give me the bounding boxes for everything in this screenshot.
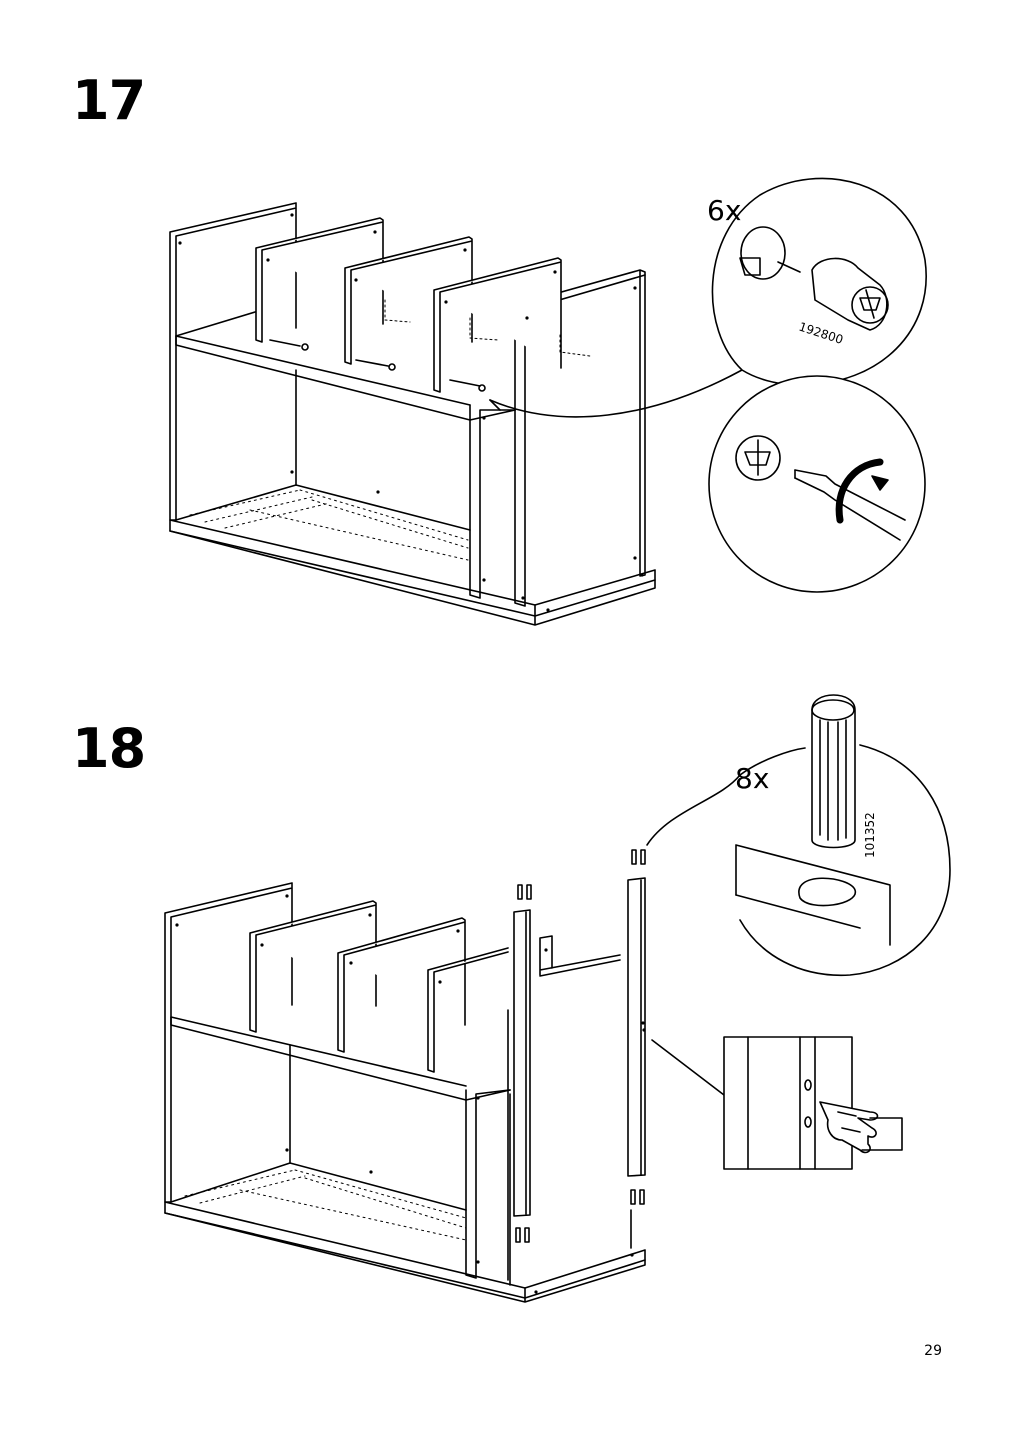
front-rail-left (507, 909, 531, 1281)
cam-lock-fitting-icon (735, 435, 781, 481)
cam-hole-icon (739, 226, 786, 280)
step17-callout-cam-fitting: 192800 (711, 177, 927, 386)
front-rail-right (627, 877, 646, 1249)
screwdriver-icon (794, 469, 906, 541)
cam-lock-fitting-icon (811, 257, 889, 331)
step-17-number: 17 (72, 69, 146, 132)
step-18-number: 18 (72, 717, 146, 780)
step18-quantity: 8x (735, 762, 769, 795)
clockwise-rotation-arrow-icon (835, 458, 889, 524)
step17-cabinet-illustration (169, 202, 743, 626)
step18-cabinet-illustration (164, 774, 741, 1303)
dowel-part-number: 101352 (863, 812, 877, 858)
dowel-hole-icon (804, 1079, 812, 1128)
step18-callout-dowel: 101352 (735, 694, 951, 977)
page-number: 29 (924, 1343, 942, 1359)
step17-quantity: 6x (707, 194, 741, 227)
wooden-dowel-icon (811, 694, 856, 849)
step17-callout-tighten (708, 375, 926, 593)
step18-callout-hole-detail (723, 1036, 903, 1170)
pointing-hand-icon (819, 1101, 903, 1154)
wooden-dowel-icon (515, 849, 646, 1243)
